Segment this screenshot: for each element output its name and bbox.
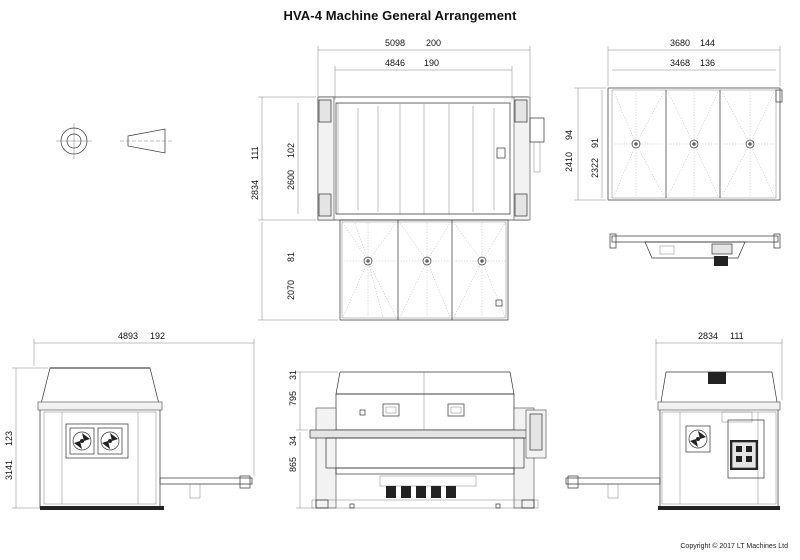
dim-top-ext-in: 81 [286,252,296,262]
dim-top-width-in: 200 [426,38,441,48]
dim-top-width-mm: 5098 [385,38,405,48]
dim-right-inner-width-mm: 3468 [670,58,690,68]
dim-mid-top-in: 31 [288,370,298,380]
front-elevation [37,367,253,510]
dim-mid-bottom-in: 34 [288,436,298,446]
dim-top-inner-height-in: 102 [286,143,296,158]
side-elevation-dimensions [655,339,783,400]
dim-side-width-in: 111 [730,331,744,341]
front-elevation-dimensions [12,339,255,509]
top-view [317,96,545,321]
fan-icon [97,427,123,455]
dim-right-width-mm: 3680 [670,38,690,48]
dim-mid-top-mm: 795 [288,391,298,406]
dim-right-width-in: 144 [700,38,715,48]
center-elevation [309,371,547,509]
dim-right-height-mm: 2410 [564,152,574,172]
dim-front-width-in: 192 [150,331,165,341]
right-plan-view [607,87,783,266]
dim-front-width-mm: 4893 [118,331,138,341]
center-elevation-dimensions [296,371,338,509]
dim-top-inner-width-in: 190 [424,58,439,68]
right-view-dimensions [574,46,781,201]
dim-right-inner-height-mm: 2322 [590,158,600,178]
fan-icon [685,425,711,453]
dim-top-ext-mm: 2070 [286,280,296,300]
right-heater-2 [667,91,719,197]
dim-top-height-in: 111 [250,146,260,160]
dim-top-inner-width-mm: 4846 [385,58,405,68]
fan-icon [69,427,95,455]
top-view-dimensions [258,46,531,321]
copyright-notice: Copyright © 2017 LT Machines Ltd [680,543,788,550]
dim-right-height-in: 94 [564,130,574,140]
side-elevation [565,371,781,510]
dim-right-inner-height-in: 91 [590,138,600,148]
dim-side-width-mm: 2834 [698,331,718,341]
dim-top-inner-height-mm: 2600 [286,170,296,190]
drawing-title: HVA-4 Machine General Arrangement [283,8,517,23]
dim-mid-bottom-mm: 865 [288,457,298,472]
right-heater-3 [721,91,775,197]
heater-pattern-3 [453,222,506,318]
dim-front-height-in: 123 [4,431,14,446]
dim-front-height-mm: 3141 [4,460,14,480]
heater-pattern-2 [399,222,451,318]
right-heater-1 [613,91,665,197]
dim-right-inner-width-in: 136 [700,58,715,68]
heater-pattern-1 [342,222,397,318]
projection-symbol [56,123,172,159]
dim-top-height-mm: 2834 [250,180,260,200]
